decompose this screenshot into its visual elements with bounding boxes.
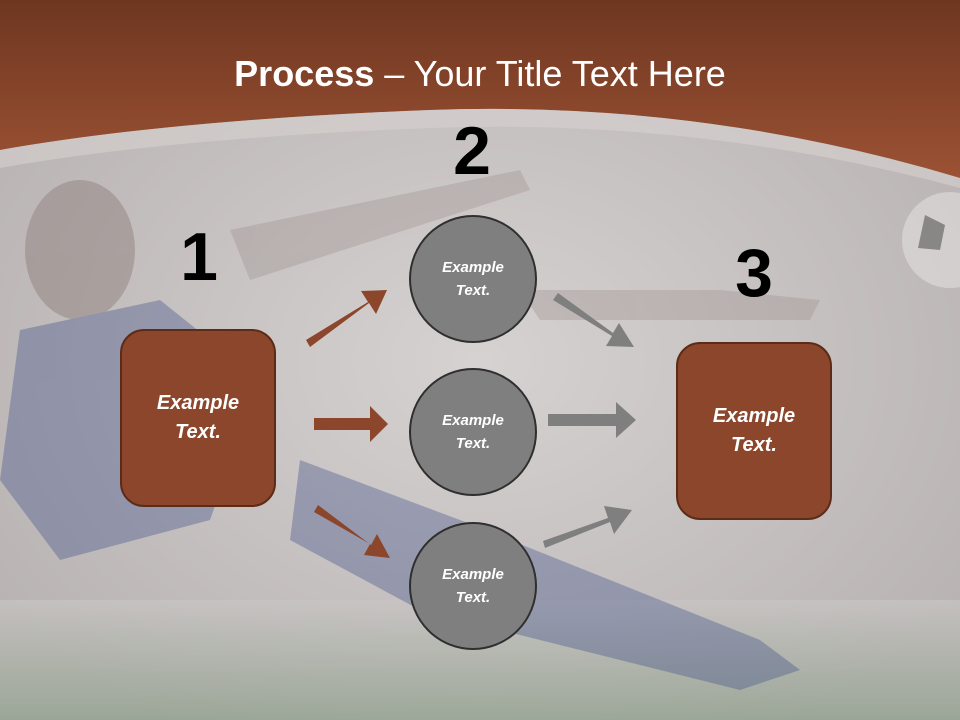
title-rest: – Your Title Text Here [374, 53, 726, 94]
box-text-line1: Example [712, 405, 796, 427]
title-bold: Process [234, 53, 375, 94]
box-text-line1: Example [156, 392, 240, 414]
box-text-line2: Text. [175, 421, 221, 443]
circle-text-line1: Example [442, 259, 504, 276]
arrow-left-to-circle-1 [306, 290, 387, 347]
step-2-circle-3: Example Text. [409, 522, 537, 650]
arrow-circle-3-to-right [543, 506, 632, 548]
arrow-left-to-circle-3 [314, 505, 390, 558]
circle-text-line1: Example [442, 566, 504, 583]
step-3-box: Example Text. [676, 342, 832, 520]
slide-title: Process – Your Title Text Here [0, 52, 960, 96]
circle-text-line1: Example [442, 412, 504, 429]
step-number-3: 3 [735, 235, 773, 311]
circle-text-line2: Text. [455, 282, 491, 299]
arrow-left-to-circle-2 [314, 406, 388, 442]
header-swoosh [0, 108, 960, 188]
step-1-box: Example Text. [120, 329, 276, 507]
ball-photo [902, 192, 960, 288]
circle-text-line2: Text. [455, 435, 491, 452]
step-number-2: 2 [453, 113, 491, 189]
header-band [0, 0, 960, 178]
step-2-circle-1: Example Text. [409, 215, 537, 343]
arrow-circle-1-to-right [553, 293, 634, 347]
step-2-circle-2: Example Text. [409, 368, 537, 496]
step-number-1: 1 [180, 219, 218, 295]
arrow-circle-2-to-right [548, 402, 636, 438]
circle-text-line2: Text. [455, 589, 491, 606]
box-text-line2: Text. [731, 434, 777, 456]
